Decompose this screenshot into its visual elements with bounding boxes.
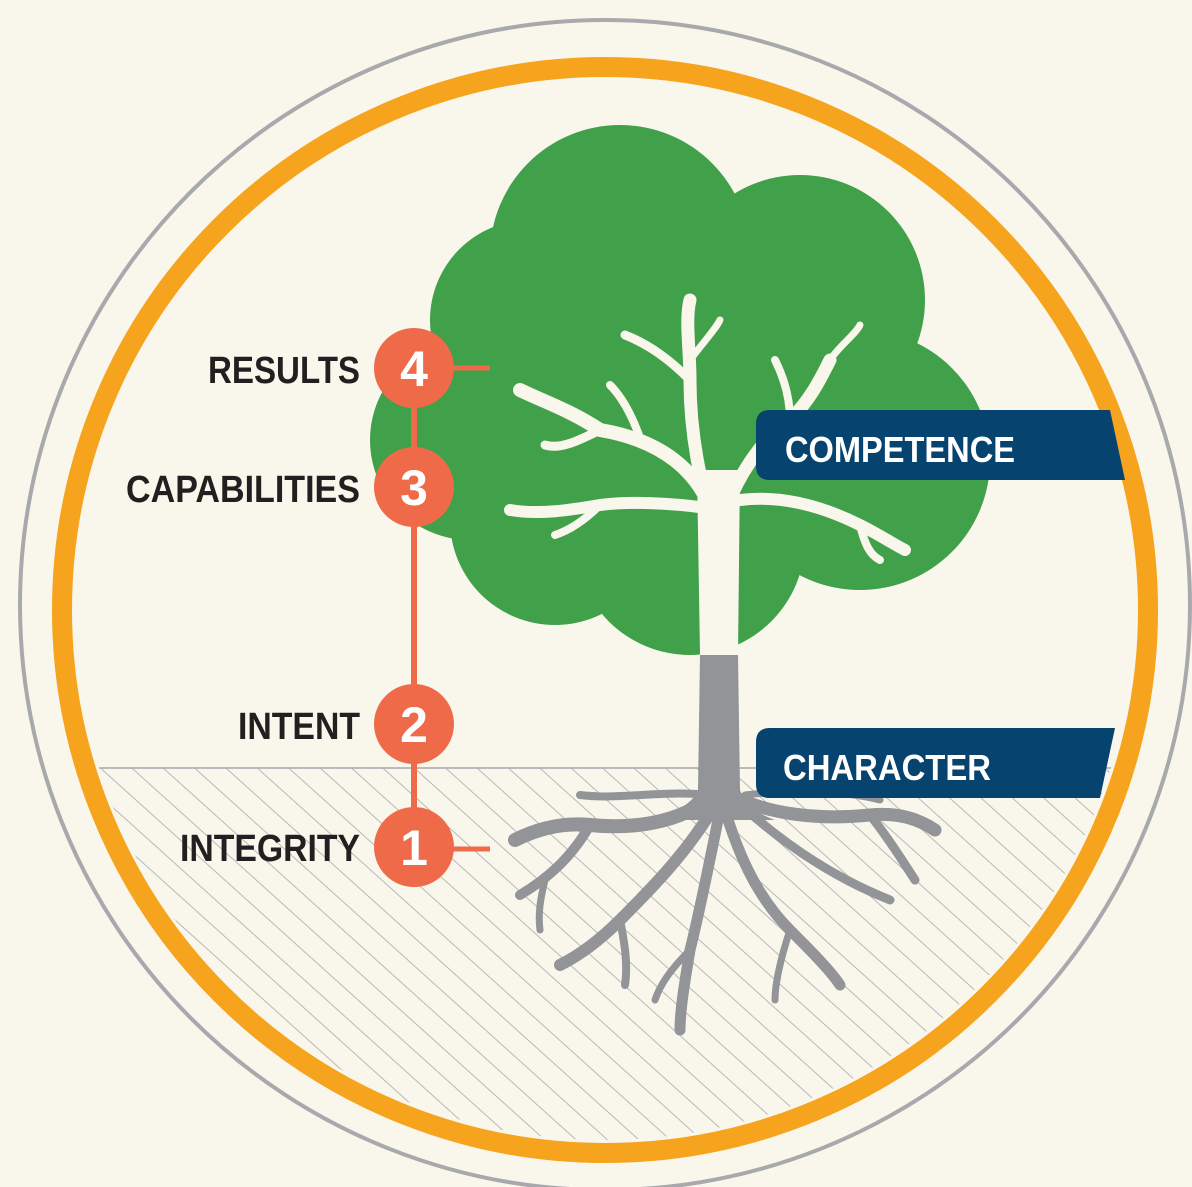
tree-roots xyxy=(508,783,942,1036)
tree-trunk-lower xyxy=(660,655,775,820)
level-2-badge xyxy=(374,684,454,764)
level-2: 2 INTENT xyxy=(238,684,454,764)
level-1: 1 INTEGRITY xyxy=(180,807,454,887)
level-4-number: 4 xyxy=(400,341,428,397)
level-1-label: INTEGRITY xyxy=(180,828,360,870)
banner-character: CHARACTER xyxy=(756,728,1115,798)
level-2-label: INTENT xyxy=(238,706,360,748)
level-3-number: 3 xyxy=(400,460,428,516)
banner-character-text: CHARACTER xyxy=(783,747,991,788)
tree-canopy xyxy=(370,125,990,655)
level-1-badge xyxy=(374,807,454,887)
level-4: 4 RESULTS xyxy=(208,328,454,408)
banner-competence-text: COMPETENCE xyxy=(785,429,1015,470)
level-4-label: RESULTS xyxy=(208,350,360,392)
level-1-number: 1 xyxy=(400,820,428,876)
banner-competence: COMPETENCE xyxy=(756,410,1125,480)
level-3: 3 CAPABILITIES xyxy=(126,447,454,527)
level-3-badge xyxy=(374,447,454,527)
outer-ring xyxy=(18,18,1192,1187)
orange-ring xyxy=(52,57,1158,1163)
level-3-label: CAPABILITIES xyxy=(126,469,360,511)
level-4-badge xyxy=(374,328,454,408)
level-2-number: 2 xyxy=(400,697,428,753)
